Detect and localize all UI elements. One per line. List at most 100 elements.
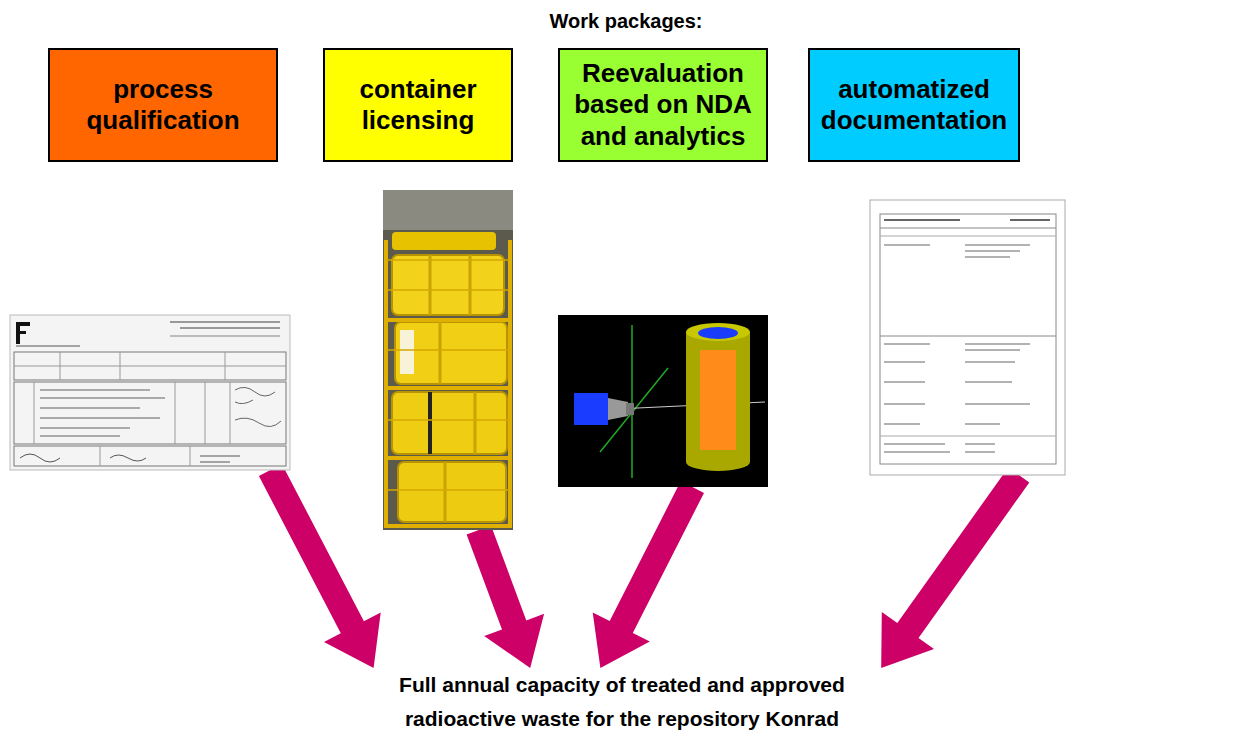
drum-photo-part (428, 392, 432, 454)
drum-photo-part (395, 322, 507, 384)
form-scan-part (100, 446, 101, 466)
work-package: automatized documentation (808, 48, 1065, 475)
document-page-part (884, 244, 930, 246)
document-page-part (965, 403, 1030, 405)
work-package: process qualification (10, 48, 290, 470)
form-scan-part (205, 382, 206, 444)
nda-scene-part (686, 323, 750, 341)
nda-scene-part (558, 315, 768, 487)
package-header-box: container licensing (323, 48, 513, 162)
work-package: container licensing (323, 48, 513, 530)
package-header-box: process qualification (48, 48, 278, 162)
drum-photo-part (398, 462, 506, 522)
nda-scene-part (574, 393, 608, 425)
form-scan-part (235, 387, 281, 426)
form-scan-part (175, 382, 176, 444)
document-page-part (880, 436, 1056, 437)
form-scan-part (40, 427, 130, 429)
form-scan-part (40, 407, 140, 409)
form-scan-part (16, 331, 26, 334)
nda-scene-part (700, 350, 736, 450)
drum-photo-part (392, 232, 496, 250)
document-page-part (965, 381, 1012, 383)
document-page-part (965, 343, 1030, 345)
package-header-box: automatized documentation (808, 48, 1020, 162)
document-page-part (884, 451, 950, 453)
nda-scene (558, 315, 768, 487)
drum-photo-part (392, 392, 507, 454)
document-page-part (965, 250, 1020, 252)
form-scan-part (190, 446, 191, 466)
form-scan-part (230, 382, 231, 444)
document-page-part (884, 423, 920, 425)
drum-photo (383, 190, 513, 530)
form-scan-part (180, 327, 280, 329)
form-scan-part (225, 352, 226, 380)
document-page-part (880, 214, 1056, 464)
document-page-part (1010, 219, 1050, 221)
document-page-part (880, 228, 1056, 229)
document-page-part (965, 361, 1015, 363)
document-page-part (884, 403, 925, 405)
document-page-part (965, 443, 995, 445)
form-scan-part (170, 335, 280, 337)
package-title: container licensing (331, 74, 505, 136)
form-scan-part (16, 346, 80, 347)
drum-photo-part (439, 322, 442, 384)
outcome-text: Full annual capacity of treated and appr… (352, 668, 892, 735)
form-scan-part (14, 366, 286, 367)
drum-photo-part (429, 255, 432, 315)
document-page-part (965, 423, 1000, 425)
document-page-part (965, 244, 1030, 246)
document-page-part (965, 451, 995, 453)
block-arrow (881, 468, 1029, 669)
drum-photo-part (383, 190, 513, 530)
form-scan-part (14, 352, 286, 380)
package-title: process qualification (56, 74, 270, 136)
document-page-part (965, 256, 1010, 258)
diagram-title: Work packages: (0, 10, 1252, 33)
document-page-part (884, 381, 925, 383)
nda-scene-part (698, 327, 738, 339)
form-scan-part (10, 315, 290, 470)
form-scan-part (170, 321, 280, 323)
document-page-part (880, 236, 1056, 237)
block-arrow (593, 481, 704, 668)
form-scan-part (120, 352, 121, 380)
drum-photo-part (392, 255, 504, 315)
document-page-part (884, 443, 945, 445)
outcome-text-block: Full annual capacity of treated and appr… (352, 668, 892, 740)
nda-scene-part (626, 403, 634, 415)
form-scan-part (40, 435, 120, 437)
form-scan-part (20, 454, 240, 462)
package-title: Reevaluation based on NDA and analytics (566, 58, 760, 152)
document-page-part (884, 343, 930, 345)
document-page-part (965, 349, 1020, 351)
drum-photo-part (469, 255, 472, 315)
drum-photo-part (400, 330, 414, 374)
block-arrow (467, 526, 544, 669)
document-page (870, 200, 1065, 475)
drum-photo-part (383, 190, 513, 230)
package-title: automatized documentation (816, 74, 1012, 136)
work-package: Reevaluation based on NDA and analytics (558, 48, 768, 487)
form-scan-part (34, 382, 35, 444)
form-scan-part (16, 322, 30, 326)
form-scan-part (60, 352, 61, 380)
drum-photo-part (386, 260, 510, 490)
block-arrow (259, 464, 381, 668)
form-scan-part (14, 446, 286, 466)
form-scan-part (40, 397, 165, 399)
nda-scene-part (631, 325, 633, 478)
document-page-part (880, 336, 1056, 337)
drum-photo-part (474, 392, 477, 454)
form-scan-part (40, 389, 150, 391)
document-page-part (870, 200, 1065, 475)
drum-photo-part (386, 240, 510, 528)
nda-scene-part (686, 453, 750, 471)
form-scan (10, 315, 290, 470)
form-scan-part (40, 417, 160, 419)
nda-scene-part (686, 332, 750, 462)
drum-photo-part (444, 462, 447, 522)
